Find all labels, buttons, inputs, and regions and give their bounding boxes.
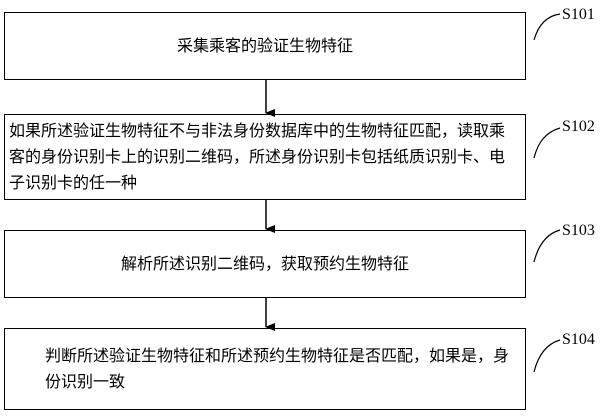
step-label-s102: S102: [562, 118, 595, 135]
leader-curve-s103: [533, 229, 561, 263]
leader-curve-s104: [533, 339, 561, 373]
step-label-s101: S101: [562, 6, 595, 23]
step-text-s102: 如果所述验证生物特征不与非法身份数据库中的生物特征匹配，读取乘客的身份识别卡上的…: [9, 121, 506, 192]
step-label-s104: S104: [562, 331, 595, 348]
step-box-s102: 如果所述验证生物特征不与非法身份数据库中的生物特征匹配，读取乘客的身份识别卡上的…: [4, 114, 526, 200]
leader-curve-s101: [533, 13, 561, 41]
step-box-s101: 采集乘客的验证生物特征: [4, 12, 526, 80]
step-text-s104: 判断所述验证生物特征和所述预约生物特征是否匹配，如果是，身份识别一致: [45, 346, 510, 391]
step-label-s103: S103: [562, 222, 595, 239]
leader-curve-s102: [533, 127, 561, 159]
step-text-s103: 解析所述识别二维码，获取预约生物特征: [120, 254, 409, 273]
step-text-s101: 采集乘客的验证生物特征: [176, 36, 353, 55]
